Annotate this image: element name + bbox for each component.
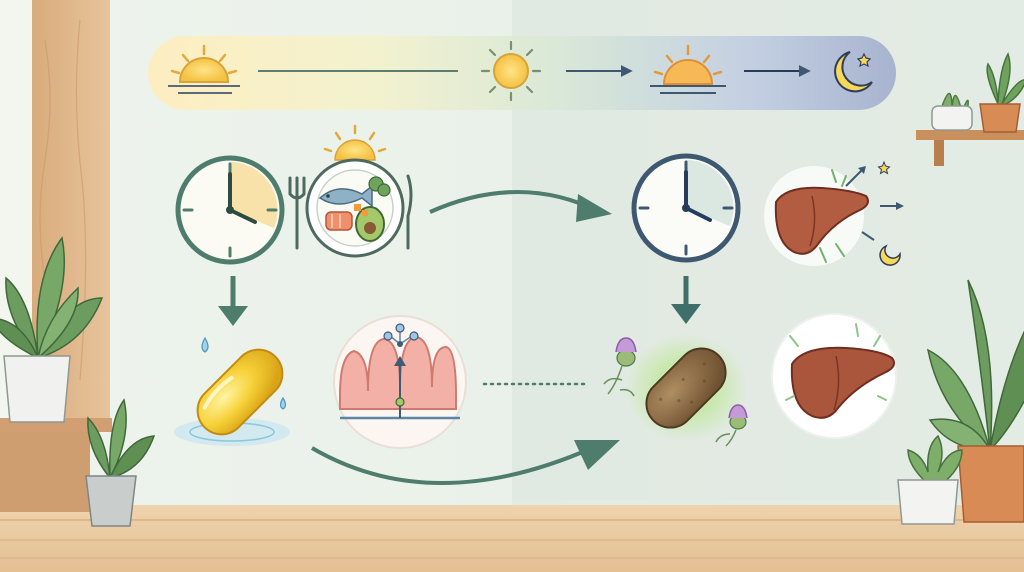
moon-star-icon bbox=[834, 51, 873, 93]
sunrise-icon bbox=[168, 44, 240, 94]
floor bbox=[0, 505, 1024, 572]
thistle-flower-icon bbox=[603, 337, 637, 397]
fork-icon bbox=[288, 176, 306, 250]
curved-arrow-bottom-head bbox=[574, 440, 620, 470]
down-arrow-icon bbox=[671, 276, 701, 324]
potted-plant-small bbox=[85, 398, 156, 527]
potted-plant-small bbox=[979, 52, 1024, 133]
clock-icon bbox=[631, 153, 741, 263]
potted-plant-right bbox=[926, 279, 1024, 523]
liver-icon bbox=[771, 313, 897, 439]
sun-icon bbox=[323, 124, 387, 161]
liver-icon bbox=[764, 160, 904, 266]
wall-shelf bbox=[916, 52, 1024, 166]
potted-plant-left bbox=[0, 236, 104, 423]
down-arrow-icon bbox=[218, 276, 248, 326]
curved-arrow-top-head bbox=[576, 194, 612, 222]
knife-icon bbox=[406, 174, 413, 250]
fish-oil-capsule-icon bbox=[174, 336, 290, 446]
timeline-bar bbox=[148, 36, 896, 110]
clock-icon bbox=[175, 155, 285, 265]
intestine-absorption-icon bbox=[333, 315, 467, 449]
sun-icon bbox=[480, 40, 542, 102]
sunset-icon bbox=[650, 44, 726, 94]
left-sequence bbox=[174, 124, 586, 449]
succulent-plant bbox=[897, 434, 963, 525]
right-sequence bbox=[603, 153, 904, 447]
meal-plate-icon bbox=[305, 158, 405, 258]
thistle-flower-icon bbox=[715, 404, 748, 447]
curved-arrow-bottom bbox=[310, 446, 593, 485]
milk-thistle-capsule-icon bbox=[603, 334, 748, 447]
succulent-plant bbox=[931, 92, 973, 131]
